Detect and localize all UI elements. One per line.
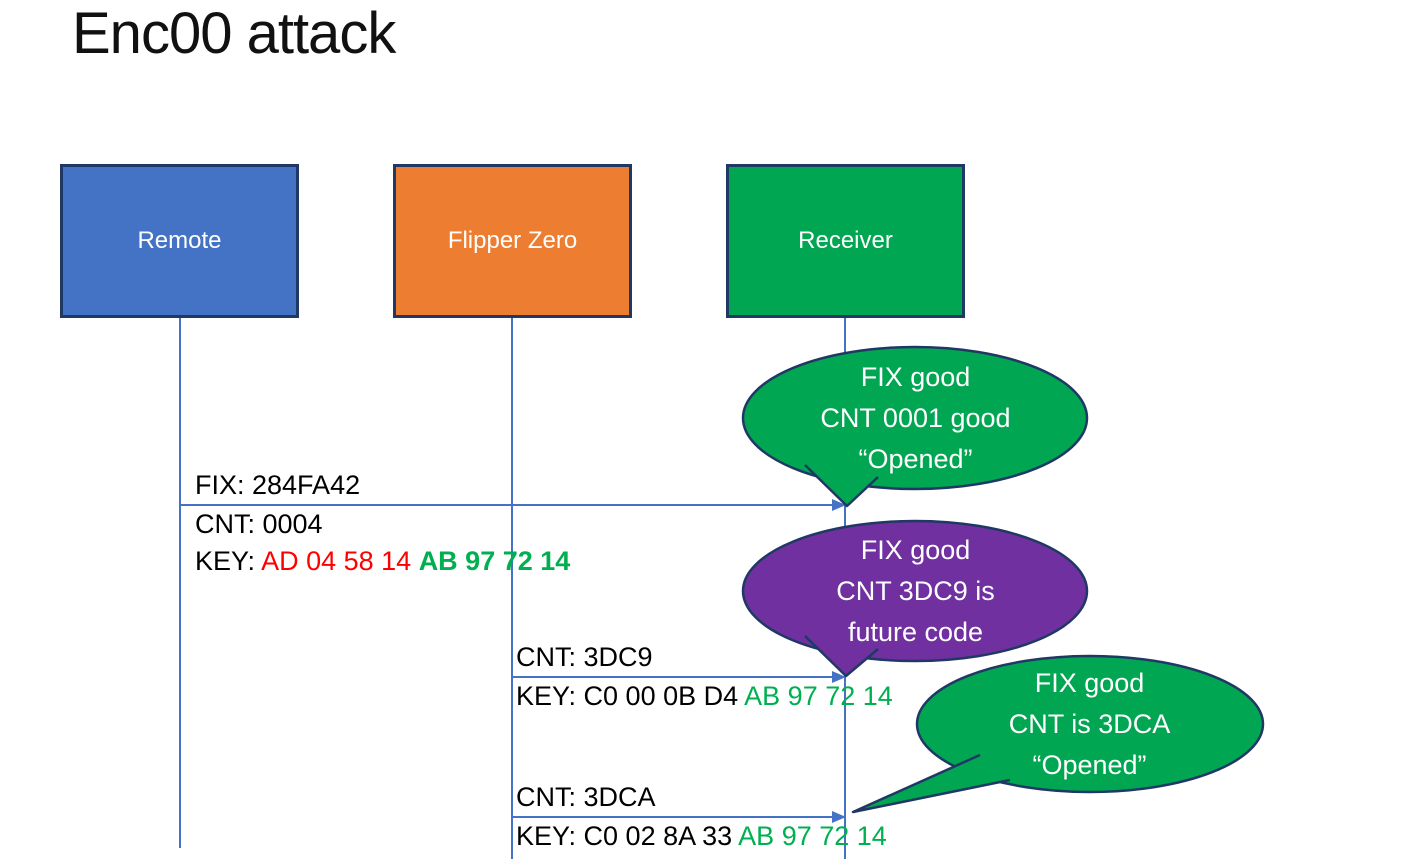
page-title: Enc00 attack bbox=[72, 1, 396, 66]
actor-box-receiver: Receiver bbox=[726, 164, 965, 318]
bubble-line: future code bbox=[847, 617, 984, 647]
message-3-key-line: KEY: C0 02 8A 33 AB 97 72 14 bbox=[516, 821, 887, 851]
bubble-line: “Opened” bbox=[858, 444, 973, 474]
message-1-key-line: KEY: AD 04 58 14 AB 97 72 14 bbox=[195, 546, 571, 576]
message-1-cnt-line: CNT: 0004 bbox=[195, 509, 323, 539]
message-arrow-3 bbox=[512, 816, 832, 818]
arrow-head-icon bbox=[832, 811, 846, 823]
bubble-line: FIX good bbox=[1034, 668, 1145, 698]
speech-bubble-2-text: FIX good CNT 3DC9 is future code bbox=[743, 530, 1088, 653]
message-2-cnt-line: CNT: 3DC9 bbox=[516, 642, 653, 672]
actor-label-remote: Remote bbox=[137, 227, 222, 254]
lifeline-flipper bbox=[511, 318, 513, 859]
message-arrow-1 bbox=[180, 504, 832, 506]
speech-bubble-3 bbox=[851, 654, 1265, 814]
message-1-fix-line: FIX: 284FA42 bbox=[195, 470, 361, 500]
speech-bubble-1 bbox=[741, 345, 1089, 508]
actor-label-flipper-zero: Flipper Zero bbox=[447, 227, 578, 254]
actor-label-receiver: Receiver bbox=[798, 227, 893, 254]
speech-bubble-2-ellipse bbox=[741, 519, 1089, 663]
bubble-line: “Opened” bbox=[1032, 750, 1147, 780]
message-arrow-2 bbox=[512, 676, 832, 678]
message-3-cnt-line: CNT: 3DCA bbox=[516, 782, 656, 812]
speech-bubble-1-tail bbox=[804, 464, 879, 508]
speech-bubble-3-ellipse bbox=[915, 654, 1265, 794]
actor-box-remote: Remote bbox=[60, 164, 299, 318]
speech-bubble-3-text: FIX good CNT is 3DCA “Opened” bbox=[917, 663, 1262, 786]
bubble-line: FIX good bbox=[860, 535, 971, 565]
actor-box-flipper-zero: Flipper Zero bbox=[393, 164, 632, 318]
lifeline-remote bbox=[179, 318, 181, 848]
bubble-line: CNT is 3DCA bbox=[1008, 709, 1171, 739]
message-2-key-line: KEY: C0 00 0B D4 AB 97 72 14 bbox=[516, 681, 893, 711]
bubble-line: FIX good bbox=[860, 362, 971, 392]
speech-bubble-1-text: FIX good CNT 0001 good “Opened” bbox=[743, 357, 1088, 480]
speech-bubble-1-ellipse bbox=[741, 345, 1089, 491]
speech-bubble-3-tail bbox=[851, 753, 1011, 814]
bubble-line: CNT 0001 good bbox=[820, 403, 1011, 433]
speech-bubble-2-tail bbox=[804, 635, 879, 678]
speech-bubble-2 bbox=[741, 519, 1089, 678]
bubble-line: CNT 3DC9 is bbox=[836, 576, 995, 606]
